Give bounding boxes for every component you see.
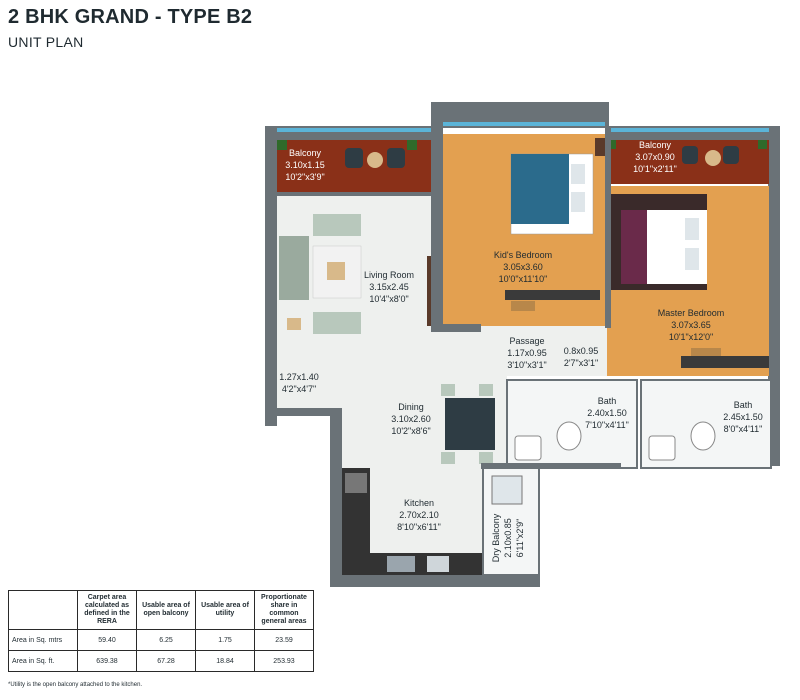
label-passage: Passage 1.17x0.95 3'10"x3'1" xyxy=(507,336,547,370)
dining-metric: 3.10x2.60 xyxy=(391,414,431,424)
kids-bedroom-name: Kid's Bedroom xyxy=(494,250,552,260)
table-cell: 6.25 xyxy=(136,629,196,651)
dining-table-set xyxy=(441,384,495,464)
area-table-header-cell: Usable area of open balcony xyxy=(136,590,196,630)
plan-subtitle: UNIT PLAN xyxy=(8,34,84,50)
table-row-label: Area in Sq. ft. xyxy=(8,650,78,672)
kids-study-desk xyxy=(505,290,600,311)
passage-name: Passage xyxy=(509,336,544,346)
label-bath-2: Bath 2.45x1.50 8'0"x4'11" xyxy=(723,400,763,434)
balcony-right-imperial: 10'1"x2'11" xyxy=(633,164,677,174)
table-row: Area in Sq. ft. 639.38 67.28 18.84 253.9… xyxy=(8,650,314,672)
label-balcony-left: Balcony 3.10x1.15 10'2"x3'9" xyxy=(285,148,325,182)
plan-title: 2 BHK GRAND - TYPE B2 xyxy=(8,6,253,28)
table-row: Area in Sq. mtrs 59.40 6.25 1.75 23.59 xyxy=(8,629,314,651)
dry-balcony-imperial: 6'11"x2'9" xyxy=(515,519,525,558)
balcony-left-glass xyxy=(277,128,432,132)
table-cell: 67.28 xyxy=(136,650,196,672)
kids-bedroom-imperial: 10'0"x11'10" xyxy=(499,274,548,284)
passage-metric: 1.17x0.95 xyxy=(507,348,547,358)
living-room-name: Living Room xyxy=(364,270,414,280)
balcony-left-metric: 3.10x1.15 xyxy=(285,160,325,170)
label-balcony-right: Balcony 3.07x0.90 10'1"x2'11" xyxy=(633,140,677,174)
label-dry-balcony: Dry Balcony 2.10x0.85 6'11"x2'9" xyxy=(491,513,525,562)
kitchen-imperial: 8'10"x6'11" xyxy=(397,522,441,532)
balcony-left-imperial: 10'2"x3'9" xyxy=(285,172,324,182)
table-cell: 23.59 xyxy=(254,629,314,651)
area-table-header-cell: Usable area of utility xyxy=(195,590,255,630)
table-cell: 59.40 xyxy=(77,629,137,651)
floor-plan: Balcony 3.10x1.15 10'2"x3'9" Balcony 3.0… xyxy=(265,102,780,587)
footnote: *Utility is the open balcony attached to… xyxy=(8,682,143,688)
area-table-corner xyxy=(8,590,78,630)
kitchen-counter xyxy=(342,468,482,575)
kids-bedroom-glass xyxy=(443,122,605,126)
balcony-left-furniture xyxy=(277,140,417,168)
master-bedroom-metric: 3.07x3.65 xyxy=(671,320,711,330)
area-table-header-cell: Carpet area calculated as defined in the… xyxy=(77,590,137,630)
living-room-sofa-set xyxy=(279,214,362,334)
area-table-header: Carpet area calculated as defined in the… xyxy=(8,590,314,630)
label-foyer: 0.8x0.95 2'7"x3'1" xyxy=(564,346,599,368)
bath-1-metric: 2.40x1.50 xyxy=(587,408,627,418)
washing-machine xyxy=(491,475,523,505)
balcony-left-name: Balcony xyxy=(289,148,322,158)
bath-2-name: Bath xyxy=(734,400,753,410)
table-cell: 253.93 xyxy=(254,650,314,672)
passage-imperial: 3'10"x3'1" xyxy=(507,360,546,370)
living-room-imperial: 10'4"x8'0" xyxy=(369,294,408,304)
table-cell: 639.38 xyxy=(77,650,137,672)
master-bedroom-imperial: 10'1"x12'0" xyxy=(669,332,713,342)
bath-fixtures xyxy=(514,421,716,461)
bath-2-imperial: 8'0"x4'11" xyxy=(724,424,763,434)
table-cell: 18.84 xyxy=(195,650,255,672)
bath-2-metric: 2.45x1.50 xyxy=(723,412,763,422)
master-bed xyxy=(611,194,707,290)
label-kitchen: Kitchen 2.70x2.10 8'10"x6'11" xyxy=(397,498,441,532)
label-master-bedroom: Master Bedroom 3.07x3.65 10'1"x12'0" xyxy=(658,308,725,342)
dry-balcony-metric: 2.10x0.85 xyxy=(503,518,513,558)
area-table-header-cell: Proportionate share in common general ar… xyxy=(254,590,314,630)
balcony-right-metric: 3.07x0.90 xyxy=(635,152,675,162)
bath-1-imperial: 7'10"x4'11" xyxy=(585,420,629,430)
balcony-right-glass xyxy=(607,128,769,132)
master-bedroom-name: Master Bedroom xyxy=(658,308,725,318)
kitchen-metric: 2.70x2.10 xyxy=(399,510,439,520)
entry-imperial: 4'2"x4'7" xyxy=(282,384,316,394)
dining-name: Dining xyxy=(398,402,424,412)
label-living-room: Living Room 3.15x2.45 10'4"x8'0" xyxy=(364,270,414,304)
master-wardrobe xyxy=(681,348,769,368)
label-dining: Dining 3.10x2.60 10'2"x8'6" xyxy=(391,402,431,436)
interior-walls xyxy=(277,128,621,469)
label-entry: 1.27x1.40 4'2"x4'7" xyxy=(279,372,319,394)
dry-balcony-name: Dry Balcony xyxy=(491,513,501,562)
balcony-right-furniture xyxy=(607,140,767,166)
bath-1-name: Bath xyxy=(598,396,617,406)
passage-floor xyxy=(437,326,607,376)
foyer-imperial: 2'7"x3'1" xyxy=(564,358,598,368)
label-kids-bedroom: Kid's Bedroom 3.05x3.60 10'0"x11'10" xyxy=(494,250,552,284)
kids-bed xyxy=(510,138,607,235)
dining-imperial: 10'2"x8'6" xyxy=(391,426,430,436)
kids-bedroom-metric: 3.05x3.60 xyxy=(503,262,543,272)
label-bath-1: Bath 2.40x1.50 7'10"x4'11" xyxy=(585,396,629,430)
living-room-metric: 3.15x2.45 xyxy=(369,282,409,292)
area-table: Carpet area calculated as defined in the… xyxy=(8,590,314,672)
foyer-metric: 0.8x0.95 xyxy=(564,346,599,356)
table-row-label: Area in Sq. mtrs xyxy=(8,629,78,651)
balcony-right-name: Balcony xyxy=(639,140,672,150)
entry-metric: 1.27x1.40 xyxy=(279,372,319,382)
kitchen-name: Kitchen xyxy=(404,498,434,508)
table-cell: 1.75 xyxy=(195,629,255,651)
